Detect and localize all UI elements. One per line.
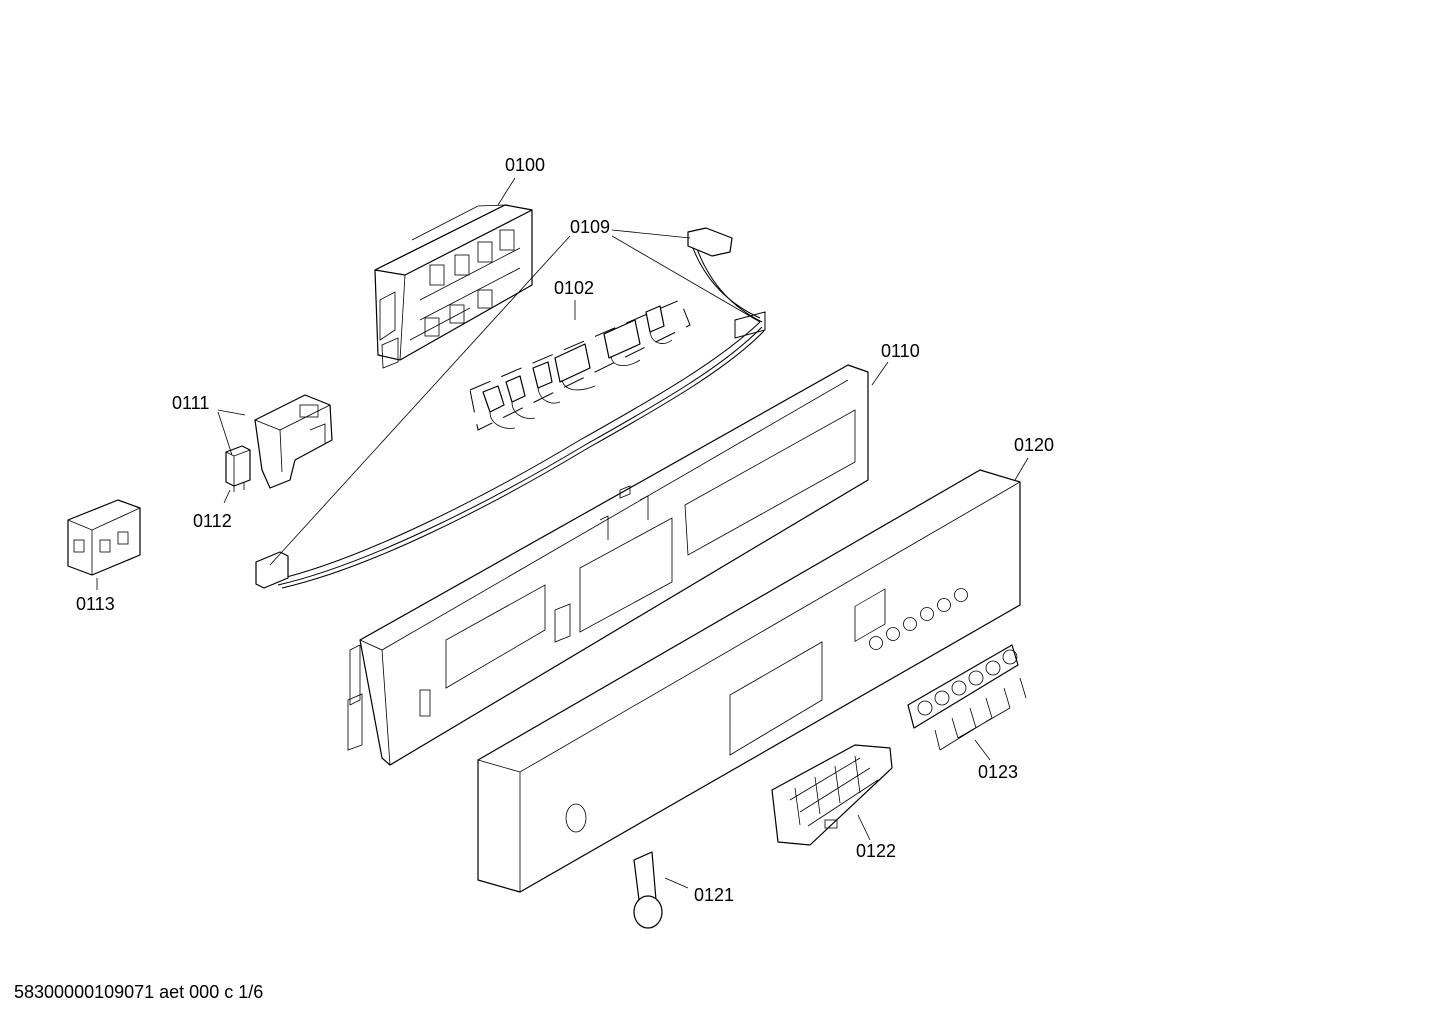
part-0100-control-module [374, 204, 533, 369]
callout-0120: 0120 [1014, 435, 1054, 455]
part-0122-handle [771, 744, 893, 846]
part-0111-switch [254, 394, 333, 489]
part-0123-button-strip [907, 644, 1019, 729]
callout-0102: 0102 [554, 278, 594, 298]
document-footer: 58300000109071 aet 000 c 1/6 [14, 982, 263, 1002]
callout-0121: 0121 [694, 885, 734, 905]
leader-lines [96, 177, 1029, 889]
part-0110-frame [347, 364, 869, 766]
callout-0100: 0100 [505, 155, 545, 175]
callout-0113: 0113 [76, 594, 115, 614]
callout-0123: 0123 [978, 762, 1018, 782]
callout-0110: 0110 [881, 341, 920, 361]
part-0121-knob [633, 851, 663, 929]
part-0120-front-panel [477, 469, 1021, 893]
part-0109-cable-harness [255, 227, 766, 589]
callout-0122: 0122 [856, 841, 896, 861]
part-0113-terminal-block [67, 499, 141, 576]
callout-labels: 0100 0109 0102 0110 0111 0112 0113 0120 … [76, 155, 1054, 905]
part-0112-relay [225, 445, 251, 492]
part-0102-connector-set [469, 299, 691, 431]
callout-0112: 0112 [193, 511, 232, 531]
callout-0109: 0109 [570, 217, 610, 237]
callout-0111: 0111 [172, 393, 209, 413]
